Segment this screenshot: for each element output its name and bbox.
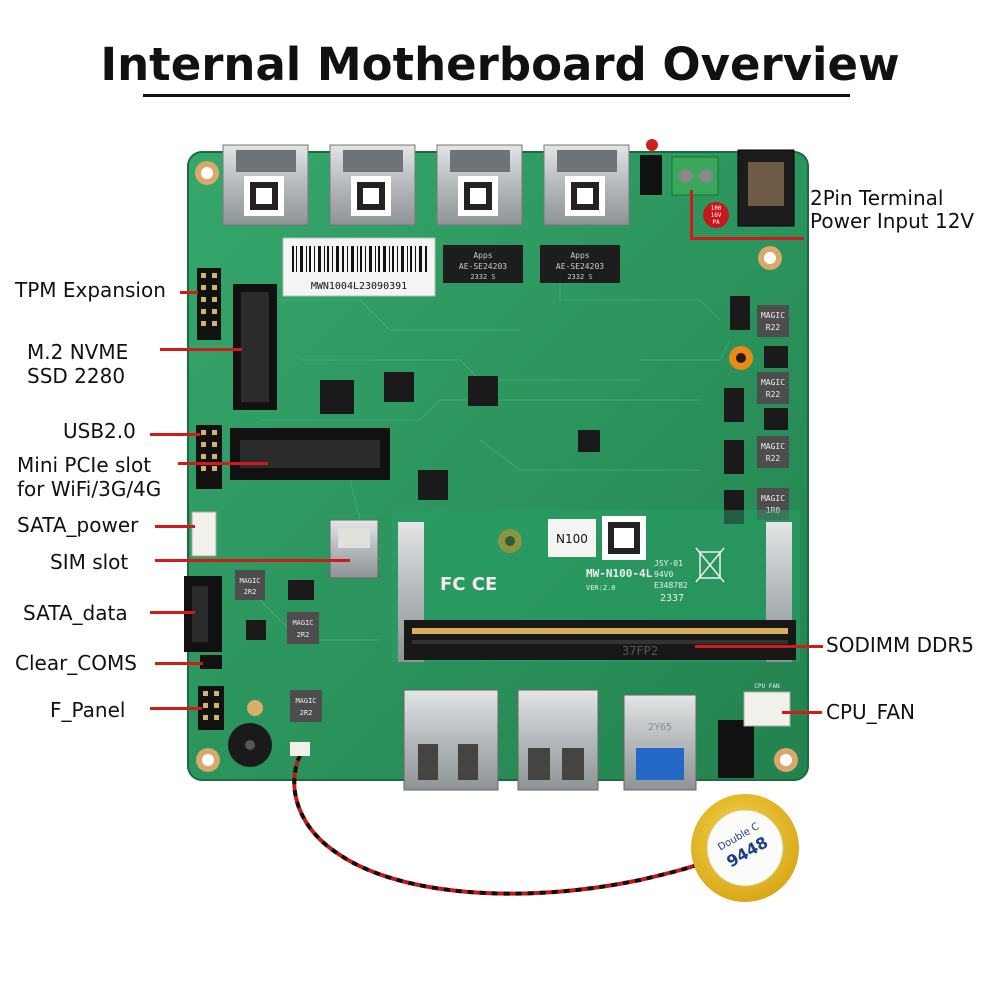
f-panel-header xyxy=(198,686,224,730)
label-minipcie-line1: Mini PCIe slot xyxy=(17,453,152,477)
label-sata-power: SATA_power xyxy=(17,513,139,537)
leader-cpu-fan xyxy=(782,711,822,714)
mini-pcie-slot xyxy=(230,428,390,480)
cpu-label: N100 xyxy=(556,532,588,546)
svg-text:CPU FAN: CPU FAN xyxy=(754,683,780,690)
leader-f-panel xyxy=(150,707,202,710)
svg-text:2Y65: 2Y65 xyxy=(648,722,672,733)
svg-text:MAGIC: MAGIC xyxy=(292,619,313,627)
lan-port xyxy=(329,144,416,226)
svg-text:E348782: E348782 xyxy=(654,581,688,590)
sodimm-slot: 37FP2 xyxy=(392,510,800,662)
label-clear-coms: Clear_COMS xyxy=(15,651,137,675)
leader-sata-power xyxy=(155,525,195,528)
cpu-fan-connector: CPU FAN xyxy=(743,683,791,727)
svg-text:Apps: Apps xyxy=(473,251,492,260)
lan-port xyxy=(222,144,309,226)
serial-sticker: MWN1004L23090391 xyxy=(282,237,436,297)
svg-text:JSY-01: JSY-01 xyxy=(654,559,683,568)
svg-text:PA: PA xyxy=(712,219,720,226)
sata-data-connector xyxy=(184,576,222,652)
leader-usb2 xyxy=(150,433,200,436)
cpu-area: N100 MW-N100-4L VER:2.0 JSY-01 94V0 E348… xyxy=(440,516,725,604)
leader-sim xyxy=(155,559,350,562)
label-sodimm: SODIMM DDR5 xyxy=(826,633,975,657)
svg-text:MAGIC: MAGIC xyxy=(761,494,785,503)
svg-text:2332 S: 2332 S xyxy=(567,273,592,281)
leader-sata-data xyxy=(150,611,195,614)
svg-text:Apps: Apps xyxy=(570,251,589,260)
label-usb2: USB2.0 xyxy=(63,419,136,443)
leader-clear-coms xyxy=(155,662,203,665)
rear-io: 2Y65 xyxy=(403,689,754,791)
model-text: MW-N100-4L xyxy=(586,567,653,580)
sim-slot xyxy=(329,519,379,579)
leader-power-vertical xyxy=(690,190,693,240)
leader-sodimm xyxy=(695,645,823,648)
svg-text:VER:2.0: VER:2.0 xyxy=(586,584,616,592)
label-power-line1: 2Pin Terminal xyxy=(810,186,944,210)
svg-text:2337: 2337 xyxy=(660,593,684,604)
svg-text:MAGIC: MAGIC xyxy=(761,378,785,387)
buzzer xyxy=(228,700,272,767)
fc-ce-mark: FC CE xyxy=(440,574,497,595)
label-power-line2: Power Input 12V xyxy=(810,209,975,233)
lan-ports xyxy=(222,144,630,226)
label-tpm-expansion: TPM Expansion xyxy=(15,278,166,302)
lan-controller-chips: Apps AE-SE24203 2332 S Apps AE-SE24203 2… xyxy=(443,245,620,283)
label-m2-line1: M.2 NVME xyxy=(27,340,129,364)
svg-text:37FP2: 37FP2 xyxy=(622,644,658,658)
svg-text:R22: R22 xyxy=(766,323,781,332)
label-cpu-fan: CPU_FAN xyxy=(826,700,915,724)
svg-text:MAGIC: MAGIC xyxy=(239,577,260,585)
svg-text:2332 S: 2332 S xyxy=(470,273,495,281)
sata-power-connector xyxy=(191,511,217,557)
label-sata-data: SATA_data xyxy=(23,601,128,625)
leader-power xyxy=(690,237,804,240)
svg-text:16V: 16V xyxy=(711,212,722,219)
title-underline xyxy=(143,94,850,97)
page-title: Internal Motherboard Overview xyxy=(100,38,900,91)
svg-text:94V0: 94V0 xyxy=(654,570,673,579)
tpm-header xyxy=(197,268,221,340)
misc-chips xyxy=(320,372,600,500)
svg-text:2R2: 2R2 xyxy=(297,631,310,639)
svg-text:AE-SE24203: AE-SE24203 xyxy=(556,262,604,271)
svg-text:MAGIC: MAGIC xyxy=(761,442,785,451)
clear-cmos-header xyxy=(200,655,222,669)
label-minipcie-line2: for WiFi/3G/4G xyxy=(17,477,162,501)
svg-text:2R2: 2R2 xyxy=(244,588,257,596)
lan-port xyxy=(436,144,523,226)
svg-text:100: 100 xyxy=(711,205,722,212)
usb2-header xyxy=(196,425,222,489)
svg-text:2R2: 2R2 xyxy=(300,709,313,717)
left-inductors: MAGIC 2R2 MAGIC 2R2 MAGIC 2R2 xyxy=(235,570,322,722)
m2-slot xyxy=(233,284,277,410)
power-section: 100 16V PA xyxy=(640,139,795,228)
label-f-panel: F_Panel xyxy=(50,698,126,722)
svg-text:AE-SE24203: AE-SE24203 xyxy=(459,262,507,271)
leader-minipcie xyxy=(178,462,268,465)
serial-text: MWN1004L23090391 xyxy=(311,281,407,292)
svg-text:MAGIC: MAGIC xyxy=(295,697,316,705)
label-sim-slot: SIM slot xyxy=(50,550,129,574)
svg-text:MAGIC: MAGIC xyxy=(761,311,785,320)
cmos-battery: Double C 9448 xyxy=(691,794,799,902)
svg-text:R22: R22 xyxy=(766,390,781,399)
label-m2-line2: SSD 2280 xyxy=(27,364,126,388)
lan-port xyxy=(543,144,630,226)
leader-tpm xyxy=(180,291,198,294)
leader-m2 xyxy=(160,348,242,351)
svg-text:R22: R22 xyxy=(766,454,781,463)
battery-cable xyxy=(290,742,706,896)
